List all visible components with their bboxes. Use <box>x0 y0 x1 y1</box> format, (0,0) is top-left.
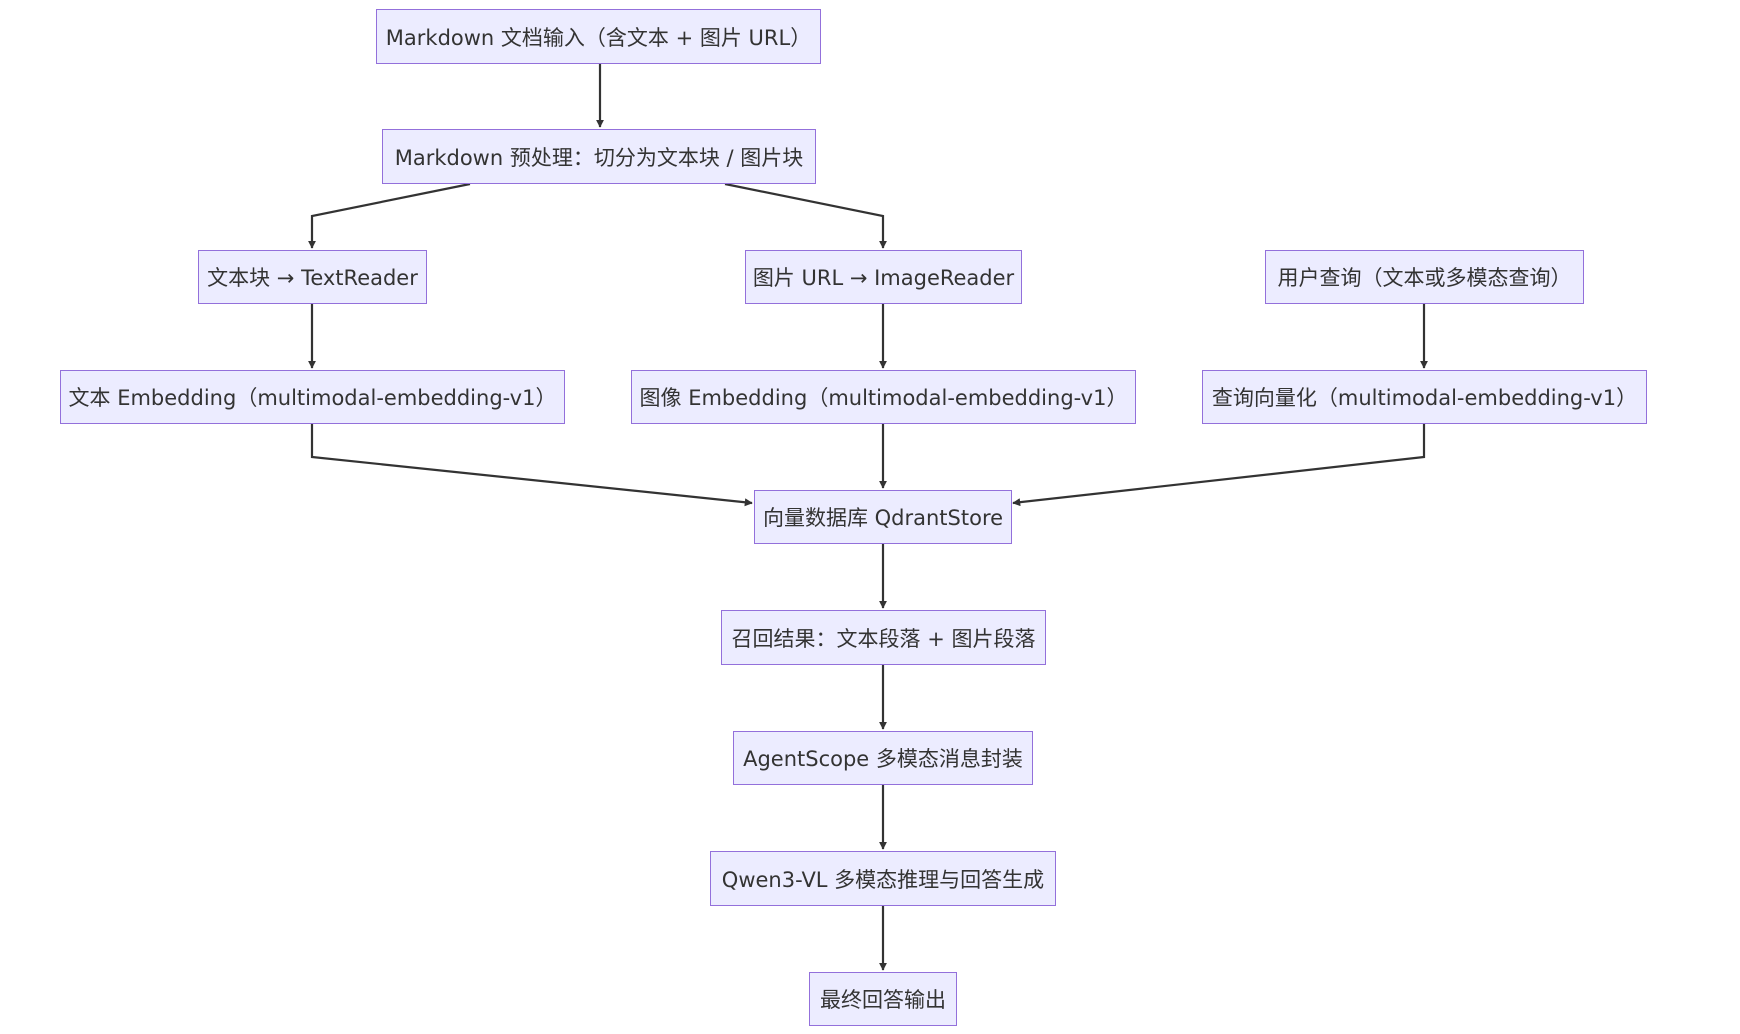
node-markdown-preprocess: Markdown 预处理：切分为文本块 / 图片块 <box>382 129 816 184</box>
node-vector-db: 向量数据库 QdrantStore <box>754 490 1012 544</box>
edge-queryvector-to-vectordb <box>1012 424 1426 507</box>
node-agentscope: AgentScope 多模态消息封装 <box>733 731 1033 785</box>
node-final-answer: 最终回答输出 <box>809 972 957 1026</box>
edge-preprocess-to-textreader <box>308 182 471 249</box>
node-recall-results: 召回结果：文本段落 + 图片段落 <box>721 610 1046 665</box>
node-text-embedding: 文本 Embedding（multimodal-embedding-v1） <box>60 370 565 424</box>
node-image-reader: 图片 URL → ImageReader <box>745 250 1022 304</box>
node-text-reader: 文本块 → TextReader <box>198 250 427 304</box>
node-markdown-input: Markdown 文档输入（含文本 + 图片 URL） <box>376 9 821 64</box>
edge-preprocess-to-imagereader <box>724 182 887 249</box>
node-image-embedding: 图像 Embedding（multimodal-embedding-v1） <box>631 370 1136 424</box>
node-user-query: 用户查询（文本或多模态查询） <box>1265 250 1584 304</box>
edge-textembedding-to-vectordb <box>310 424 753 507</box>
node-query-vector: 查询向量化（multimodal-embedding-v1） <box>1202 370 1647 424</box>
node-qwen: Qwen3-VL 多模态推理与回答生成 <box>710 851 1056 906</box>
